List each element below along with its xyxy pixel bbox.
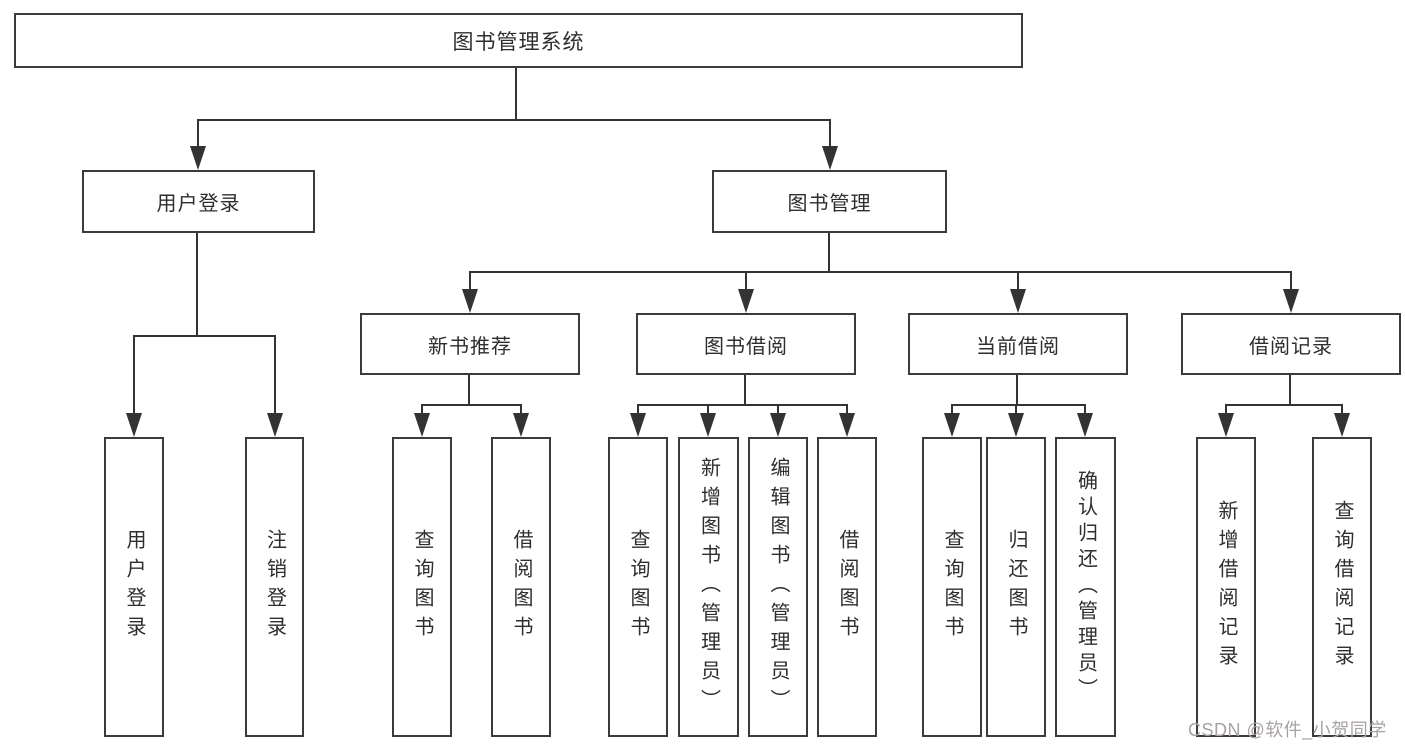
arrow-down-icon	[462, 289, 478, 313]
leaf-nb-query-book: 查询图书	[392, 437, 452, 737]
node-book-management: 图书管理	[712, 170, 947, 233]
node-label: 当前借阅	[976, 335, 1060, 358]
connector-shaft	[777, 404, 779, 416]
connector-shaft	[1084, 404, 1086, 416]
arrow-down-icon	[267, 413, 283, 437]
leaf-br-query-borrow-record: 查询借阅记录	[1312, 437, 1372, 737]
leaf-label: 查询图书	[411, 529, 433, 645]
arrow-down-icon	[944, 413, 960, 437]
connector-user-login-branch	[133, 335, 276, 337]
arrow-down-icon	[414, 413, 430, 437]
leaf-bb-borrow-book: 借阅图书	[817, 437, 877, 737]
node-root: 图书管理系统	[14, 13, 1023, 68]
connector-shaft	[745, 271, 747, 292]
leaf-label: 查询图书	[627, 529, 649, 645]
connector-book-borrow-spine	[744, 375, 746, 406]
arrow-down-icon	[822, 146, 838, 170]
node-label: 借阅记录	[1249, 335, 1333, 358]
node-label: 用户登录	[156, 193, 241, 215]
leaf-bb-add-book-admin: 新增图书（管理员）	[678, 437, 739, 737]
connector-user-login-spine	[196, 233, 198, 337]
connector-book-management-spine	[828, 233, 830, 273]
connector-current-borrow-branch	[951, 404, 1086, 406]
leaf-label: 新增借阅记录	[1215, 500, 1237, 674]
connector-current-borrow-spine	[1016, 375, 1018, 406]
connector-shaft	[846, 404, 848, 416]
arrow-down-icon	[126, 413, 142, 437]
leaf-label: 归还图书	[1005, 529, 1027, 645]
leaf-label: 查询图书	[941, 529, 963, 645]
node-label: 图书管理系统	[452, 30, 585, 54]
connector-shaft	[520, 404, 522, 416]
connector-shaft	[469, 271, 471, 292]
connector-shaft	[421, 404, 423, 416]
connector-shaft	[1015, 404, 1017, 416]
leaf-label: 查询借阅记录	[1331, 500, 1353, 674]
connector-shaft	[133, 335, 135, 416]
node-new-book-recommend: 新书推荐	[360, 313, 580, 375]
arrow-down-icon	[1218, 413, 1234, 437]
node-borrow-record: 借阅记录	[1181, 313, 1401, 375]
arrow-down-icon	[738, 289, 754, 313]
leaf-label: 编辑图书（管理员）	[767, 456, 789, 718]
arrow-down-icon	[1283, 289, 1299, 313]
connector-shaft	[197, 119, 199, 150]
connector-new-book-spine	[468, 375, 470, 406]
leaf-label: 注销登录	[263, 529, 286, 645]
arrow-down-icon	[190, 146, 206, 170]
connector-shaft	[707, 404, 709, 416]
node-current-borrow: 当前借阅	[908, 313, 1128, 375]
connector-level2-branch	[197, 119, 831, 121]
arrow-down-icon	[630, 413, 646, 437]
arrow-down-icon	[1010, 289, 1026, 313]
leaf-cb-return-book: 归还图书	[986, 437, 1046, 737]
leaf-label: 确认归还（管理员）	[1074, 470, 1097, 704]
leaf-br-add-borrow-record: 新增借阅记录	[1196, 437, 1256, 737]
connector-shaft	[274, 335, 276, 416]
leaf-label: 新增图书（管理员）	[697, 456, 720, 718]
node-user-login: 用户登录	[82, 170, 315, 233]
connector-borrow-record-spine	[1289, 375, 1291, 406]
connector-borrow-record-branch	[1225, 404, 1343, 406]
connector-shaft	[951, 404, 953, 416]
leaf-bb-edit-book-admin: 编辑图书（管理员）	[748, 437, 808, 737]
arrow-down-icon	[1077, 413, 1093, 437]
node-label: 新书推荐	[428, 335, 512, 358]
leaf-cb-confirm-return-admin: 确认归还（管理员）	[1055, 437, 1116, 737]
connector-new-book-branch	[421, 404, 522, 406]
node-label: 图书借阅	[704, 335, 788, 358]
csdn-watermark: CSDN @软件_小贺同学	[1188, 720, 1387, 740]
connector-root-spine	[515, 68, 517, 121]
arrow-down-icon	[700, 413, 716, 437]
connector-shaft	[829, 119, 831, 150]
leaf-nb-borrow-book: 借阅图书	[491, 437, 551, 737]
leaf-user-login: 用户登录	[104, 437, 164, 737]
node-book-borrow: 图书借阅	[636, 313, 856, 375]
leaf-bb-query-book: 查询图书	[608, 437, 668, 737]
leaf-logout-login: 注销登录	[245, 437, 304, 737]
leaf-cb-query-book: 查询图书	[922, 437, 982, 737]
arrow-down-icon	[1334, 413, 1350, 437]
arrow-down-icon	[839, 413, 855, 437]
arrow-down-icon	[513, 413, 529, 437]
node-label: 图书管理	[787, 193, 872, 215]
arrow-down-icon	[770, 413, 786, 437]
connector-shaft	[1290, 271, 1292, 292]
connector-shaft	[1341, 404, 1343, 416]
connector-shaft	[1225, 404, 1227, 416]
leaf-label: 用户登录	[123, 529, 145, 645]
arrow-down-icon	[1008, 413, 1024, 437]
connector-shaft	[637, 404, 639, 416]
connector-book-borrow-branch	[637, 404, 848, 406]
leaf-label: 借阅图书	[510, 529, 532, 645]
leaf-label: 借阅图书	[836, 529, 858, 645]
connector-level3-branch	[469, 271, 1292, 273]
connector-shaft	[1017, 271, 1019, 292]
